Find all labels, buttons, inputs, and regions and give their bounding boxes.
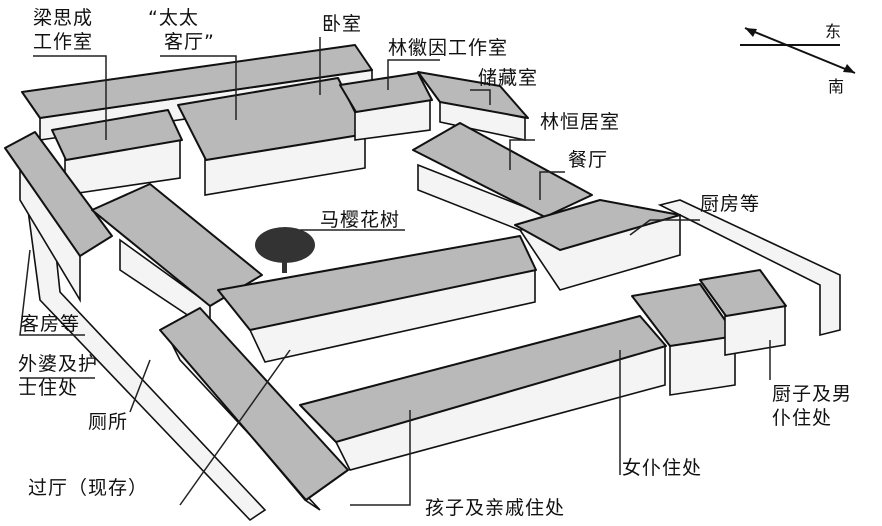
label-line: 士住处 [18,377,79,399]
west-wing-a-roof [4,131,113,257]
dining-roof [412,122,593,218]
label-storage: 储藏室 [478,67,539,89]
cook-house-roof [699,269,787,317]
label-line: “太太 [148,7,199,29]
outer-wall-east [657,199,841,337]
north-row-roof [21,44,373,119]
label-dining: 餐厅 [568,149,609,171]
east-wing-roof [514,199,681,251]
label-line: 客厅” [164,31,215,53]
label-kitchen: 厨房等 [700,193,761,215]
label-line: 工作室 [33,31,94,53]
label-line: 仆住处 [772,407,833,429]
label-maid: 女仆住处 [622,457,703,479]
leader-lines [19,37,771,506]
label-grandma-nurse: 外婆及护士住处 [18,352,98,400]
middle-building-roof [217,235,537,331]
label-lin-studio: 林徽因工作室 [388,37,509,59]
compass-south: 南 [828,77,846,96]
label-children-relatives: 孩子及亲戚住处 [425,497,566,519]
west-wing-b-roof [91,183,263,307]
toilet-wing-roof [159,307,349,501]
lin-studio-roof [339,72,433,113]
south-building-roof [299,315,667,443]
label-liang-studio: 梁思成工作室 [33,6,93,54]
label-linheng-room: 林恒居室 [540,111,621,133]
label-tree: 马樱花树 [320,209,401,231]
label-hall: 过厅（现存） [28,477,149,499]
label-taitai-parlor: “太太客厅” [148,6,215,54]
label-toilet: 厕所 [88,411,129,433]
storage-roof [417,71,529,119]
label-line: 外婆及护 [18,353,99,375]
compass-icon [740,27,856,74]
label-bedroom: 卧室 [322,13,363,35]
label-guest-rooms: 客房等 [20,313,81,335]
mimosa-tree [255,227,315,273]
liang-studio-roof [51,109,183,161]
compass-east: 东 [825,22,843,41]
label-line: 厨子及男 [772,383,853,405]
label-line: 梁思成 [33,7,94,29]
label-cook-manservant: 厨子及男仆住处 [772,382,852,430]
